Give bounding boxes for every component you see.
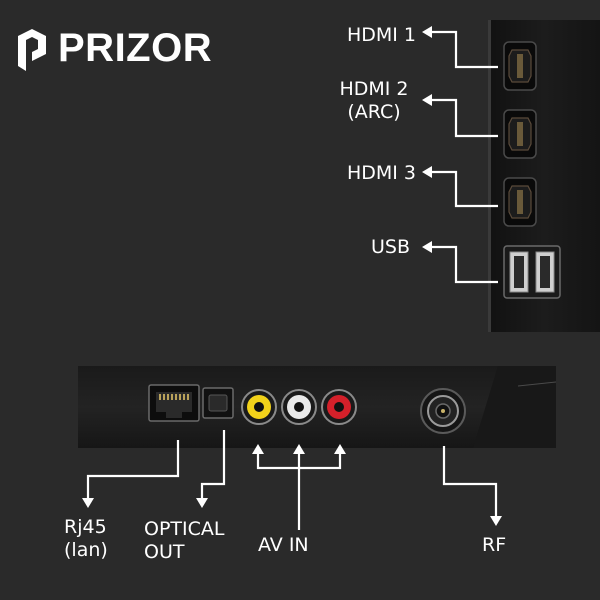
callout-line-optical <box>200 430 226 500</box>
label-rf: RF <box>482 534 507 556</box>
label-hdmi-2: HDMI 2 (ARC) <box>339 78 409 123</box>
arrow-head-usb <box>422 241 432 253</box>
callout-line-hdmi-1 <box>430 30 498 69</box>
ethernet-port-icon <box>148 384 200 422</box>
optical-port-icon <box>202 387 234 419</box>
callout-line-hdmi-2 <box>430 98 498 138</box>
label-hdmi-1: HDMI 1 <box>346 24 416 46</box>
label-optical-out: OPTICAL OUT <box>144 518 225 563</box>
hdmi-2-port-icon <box>503 109 537 159</box>
hdmi-3-port-icon <box>503 177 537 227</box>
hdmi-1-port-icon <box>503 41 537 91</box>
coax-port-icon <box>420 388 466 434</box>
arrow-head-rj45 <box>82 498 94 508</box>
usb-port-icon <box>503 245 561 299</box>
callout-line-rj45 <box>86 440 180 500</box>
arrow-head-av-in-white <box>293 444 305 454</box>
callout-line-rf <box>442 446 498 518</box>
rca-red-port-icon <box>321 389 357 425</box>
callout-line-usb <box>430 245 498 284</box>
callout-line-hdmi-3 <box>430 170 498 208</box>
label-hdmi-3: HDMI 3 <box>346 162 416 184</box>
rca-yellow-port-icon <box>241 389 277 425</box>
arrow-head-optical <box>196 498 208 508</box>
arrow-head-rf <box>490 516 502 526</box>
label-rj45: Rj45 (lan) <box>64 516 108 561</box>
label-usb: USB <box>370 236 410 258</box>
arrow-head-hdmi-2 <box>422 94 432 106</box>
prizor-logo-icon <box>18 29 46 71</box>
brand-name: PRIZOR <box>58 26 213 70</box>
label-av-in: AV IN <box>258 534 309 556</box>
arrow-head-hdmi-1 <box>422 26 432 38</box>
arrow-head-av-in-yellow <box>252 444 264 454</box>
arrow-head-av-in-red <box>334 444 346 454</box>
arrow-head-hdmi-3 <box>422 166 432 178</box>
rca-white-port-icon <box>281 389 317 425</box>
